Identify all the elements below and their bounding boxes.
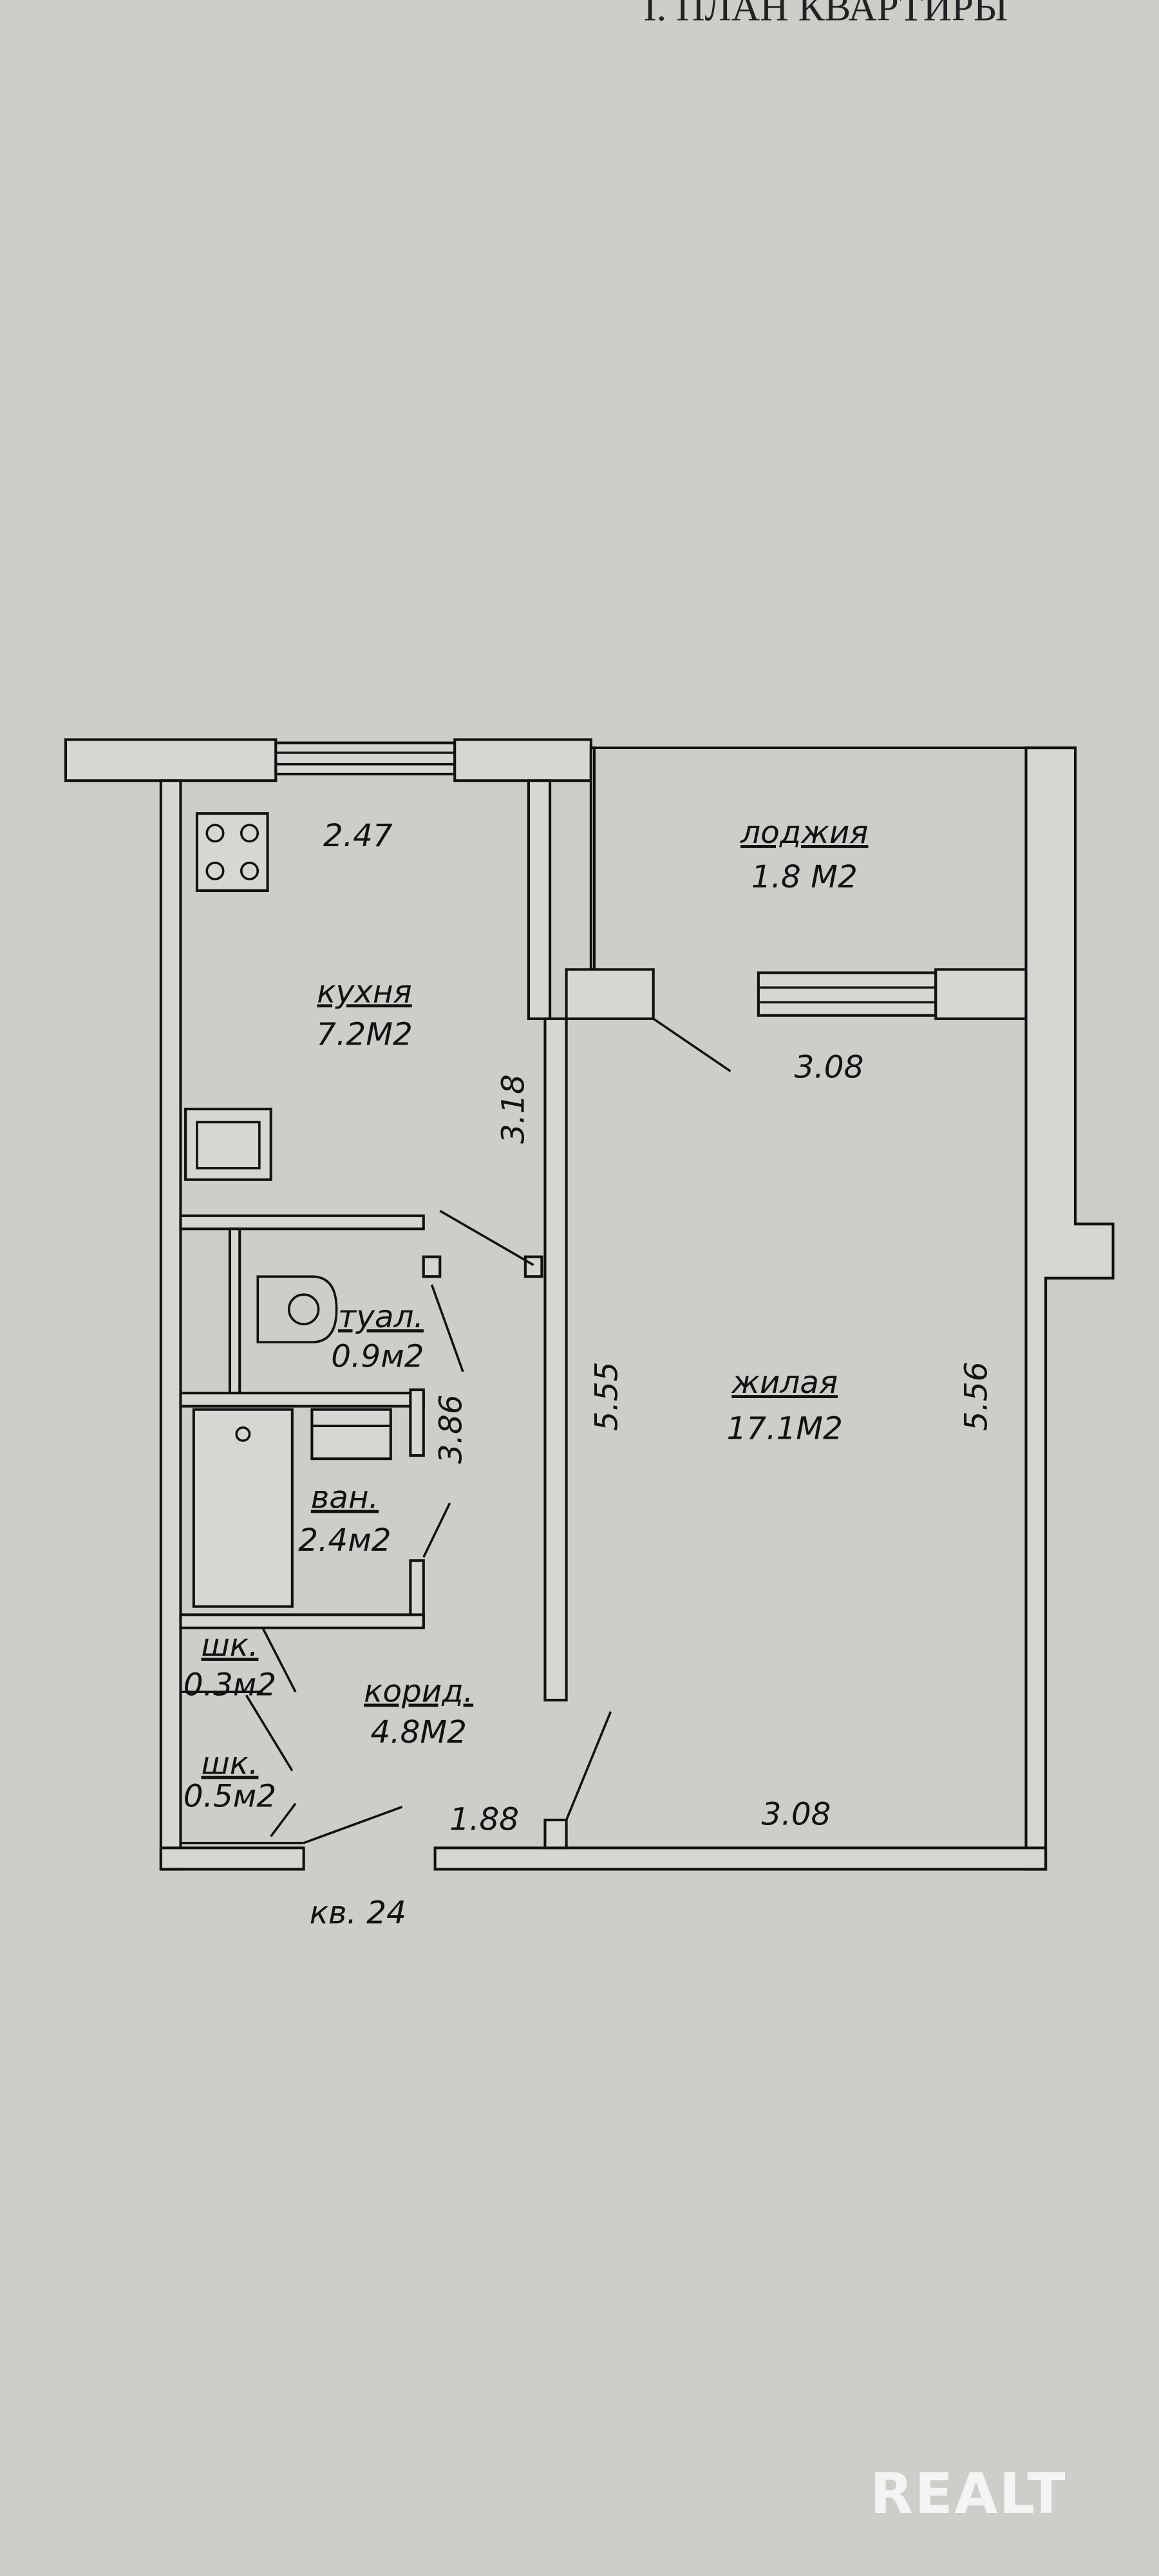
realt-watermark: REALT	[870, 2462, 1067, 2526]
closet1-name: шк.	[201, 1627, 258, 1663]
bath-name: ван.	[311, 1480, 379, 1516]
toilet-area: 0.9м2	[331, 1338, 424, 1374]
bath-area: 2.4м2	[298, 1522, 391, 1558]
sink-icon	[184, 1108, 272, 1181]
living-name: жилая	[731, 1365, 838, 1401]
living-length-left: 5.55	[589, 1361, 625, 1431]
toilet-name: туал.	[338, 1299, 424, 1335]
loggia-area: 1.8 М2	[751, 859, 858, 895]
closet2-area: 0.5м2	[184, 1779, 276, 1815]
walls	[64, 738, 1115, 1871]
kitchen-length: 3.18	[495, 1074, 531, 1144]
corridor-area: 4.8М2	[370, 1714, 467, 1750]
corridor-width: 1.88	[449, 1801, 519, 1837]
bathtub-icon	[192, 1408, 294, 1608]
toilet-icon	[256, 1275, 338, 1343]
closet2-name: шк.	[201, 1746, 258, 1782]
corridor-name: корид.	[364, 1673, 473, 1709]
closet1-area: 0.3м2	[184, 1667, 276, 1703]
washer-icon	[310, 1408, 392, 1461]
living-window	[757, 971, 938, 1017]
door-swings	[245, 1018, 731, 1844]
kitchen-window	[274, 741, 457, 776]
loggia-name: лоджия	[740, 815, 868, 851]
page-header: I. ПЛАН КВАРТИРЫ	[643, 0, 1008, 30]
living-width: 3.08	[762, 1797, 831, 1833]
bath-length: 3.86	[433, 1394, 469, 1464]
living-length-right: 5.56	[958, 1361, 994, 1431]
living-area: 17.1М2	[726, 1411, 842, 1447]
loggia-width: 3.08	[795, 1050, 864, 1086]
kitchen-width: 2.47	[323, 818, 393, 854]
stove-icon	[195, 812, 269, 893]
apartment-label: кв. 24	[310, 1895, 406, 1931]
kitchen-area: 7.2М2	[316, 1017, 413, 1053]
kitchen-name: кухня	[317, 974, 411, 1010]
room-labels: 2.47 кухня 7.2М2 3.18 лоджия 1.8 М2 3.08…	[184, 815, 995, 1931]
